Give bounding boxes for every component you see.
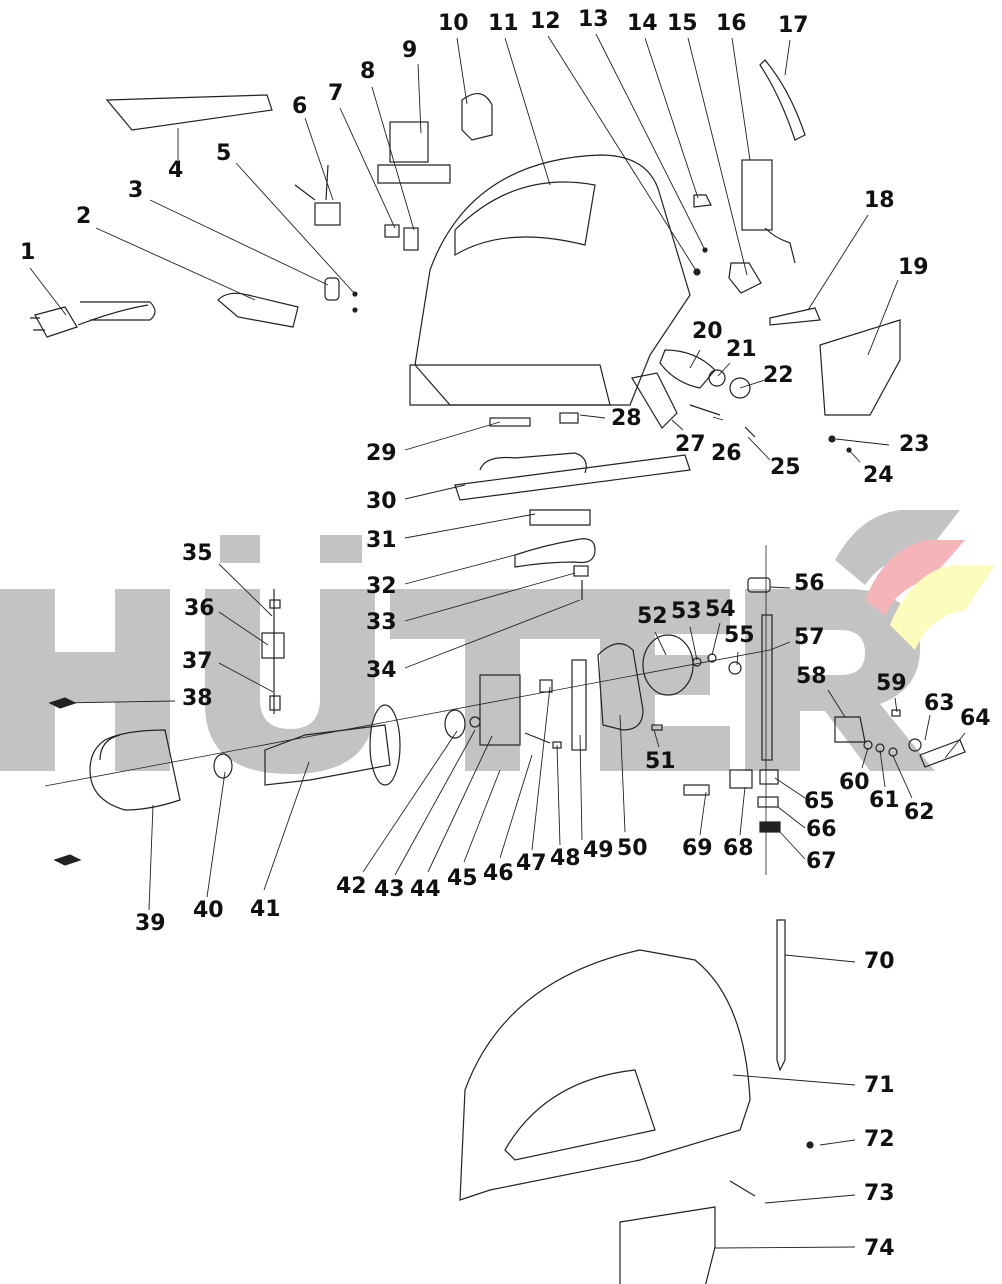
- part-label-29: 29: [366, 441, 397, 466]
- part-label-13: 13: [578, 7, 609, 32]
- part-label-22: 22: [763, 363, 794, 388]
- part-label-43: 43: [374, 877, 405, 902]
- part-label-60: 60: [839, 770, 870, 795]
- part-label-64: 64: [960, 706, 991, 731]
- part-label-26: 26: [711, 441, 742, 466]
- part-label-25: 25: [770, 455, 801, 480]
- part-label-74: 74: [864, 1236, 895, 1261]
- part-label-52: 52: [637, 604, 668, 629]
- part-label-21: 21: [726, 337, 757, 362]
- part-label-72: 72: [864, 1127, 895, 1152]
- part-label-71: 71: [864, 1073, 895, 1098]
- part-label-40: 40: [193, 898, 224, 923]
- part-label-1: 1: [20, 240, 36, 265]
- part-label-41: 41: [250, 897, 281, 922]
- part-label-45: 45: [447, 866, 478, 891]
- part-label-62: 62: [904, 800, 935, 825]
- part-label-31: 31: [366, 528, 397, 553]
- part-label-16: 16: [716, 11, 747, 36]
- part-label-67: 67: [806, 849, 837, 874]
- part-label-37: 37: [182, 649, 213, 674]
- part-label-55: 55: [724, 623, 755, 648]
- part-label-23: 23: [899, 432, 930, 457]
- part-label-28: 28: [611, 406, 642, 431]
- part-label-17: 17: [778, 13, 809, 38]
- part-label-33: 33: [366, 610, 397, 635]
- part-label-70: 70: [864, 949, 895, 974]
- part-label-18: 18: [864, 188, 895, 213]
- part-label-11: 11: [488, 11, 519, 36]
- part-label-32: 32: [366, 574, 397, 599]
- part-label-2: 2: [76, 204, 92, 229]
- part-label-53: 53: [671, 599, 702, 624]
- part-label-57: 57: [794, 625, 825, 650]
- part-label-20: 20: [692, 319, 723, 344]
- part-label-35: 35: [182, 541, 213, 566]
- part-label-66: 66: [806, 817, 837, 842]
- part-label-9: 9: [402, 38, 418, 63]
- part-label-36: 36: [184, 596, 215, 621]
- part-label-27: 27: [675, 432, 706, 457]
- part-label-49: 49: [583, 838, 614, 863]
- part-label-15: 15: [667, 11, 698, 36]
- part-label-59: 59: [876, 671, 907, 696]
- part-label-6: 6: [292, 94, 308, 119]
- part-label-38: 38: [182, 686, 213, 711]
- part-label-58: 58: [796, 664, 827, 689]
- part-label-8: 8: [360, 59, 376, 84]
- part-label-68: 68: [723, 836, 754, 861]
- part-label-34: 34: [366, 658, 397, 683]
- part-label-30: 30: [366, 489, 397, 514]
- part-label-56: 56: [794, 571, 825, 596]
- part-label-50: 50: [617, 836, 648, 861]
- part-label-44: 44: [410, 877, 441, 902]
- part-label-19: 19: [898, 255, 929, 280]
- part-label-10: 10: [438, 11, 469, 36]
- part-label-47: 47: [516, 851, 547, 876]
- part-label-48: 48: [550, 846, 581, 871]
- part-label-5: 5: [216, 141, 232, 166]
- part-label-51: 51: [645, 749, 676, 774]
- part-label-24: 24: [863, 463, 894, 488]
- part-label-61: 61: [869, 788, 900, 813]
- part-label-7: 7: [328, 81, 344, 106]
- part-label-69: 69: [682, 836, 713, 861]
- part-label-73: 73: [864, 1181, 895, 1206]
- part-label-54: 54: [705, 597, 736, 622]
- part-label-12: 12: [530, 9, 561, 34]
- part-label-3: 3: [128, 178, 144, 203]
- part-label-14: 14: [627, 11, 658, 36]
- part-label-46: 46: [483, 861, 514, 886]
- part-label-63: 63: [924, 691, 955, 716]
- part-label-4: 4: [168, 158, 184, 183]
- part-label-42: 42: [336, 874, 367, 899]
- part-label-65: 65: [804, 789, 835, 814]
- part-label-39: 39: [135, 911, 166, 936]
